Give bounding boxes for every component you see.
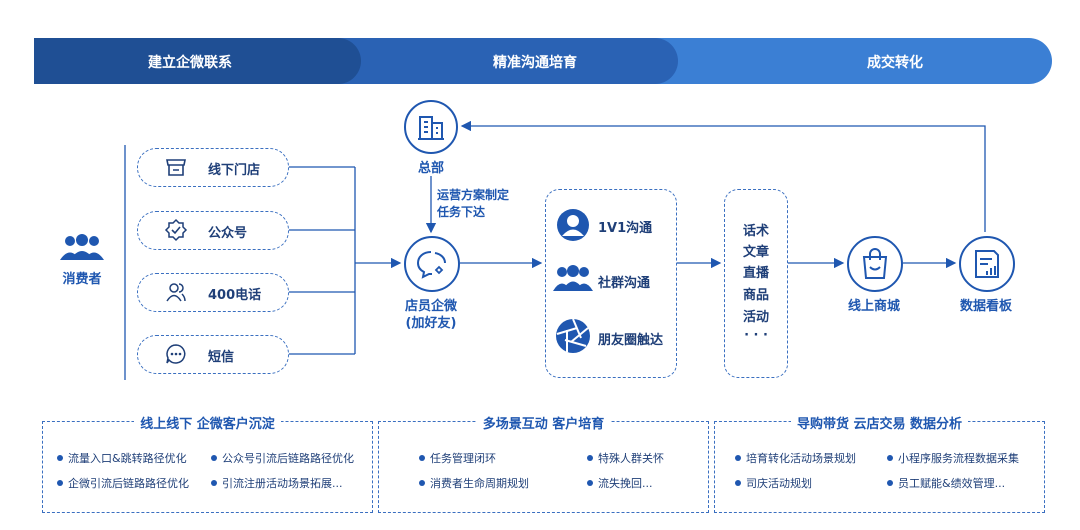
panel-item: 特殊人群关怀 — [587, 450, 664, 466]
stage-3-label: 成交转化 — [867, 55, 923, 71]
dashboard-label: 数据看板 — [959, 299, 1012, 314]
channel-official-account: 公众号 — [137, 211, 289, 250]
panel-title-text: 多场景互动 客户培育 — [476, 417, 611, 432]
panel-item: 任务管理闭环 — [419, 450, 496, 466]
panel-title: 线上线下 企微客户沉淀 — [43, 413, 372, 432]
channel-sms: 短信 — [137, 335, 289, 374]
panel-item: 流失挽回... — [587, 475, 653, 491]
panel-item: 引流注册活动场景拓展... — [211, 475, 343, 491]
panel-item: 企微引流后链路路径优化 — [57, 475, 189, 491]
stage-1-label: 建立企微联系 — [148, 55, 232, 71]
group-icon — [553, 265, 593, 291]
staff-wecom-node — [404, 236, 460, 292]
panel-item: 消费者生命周期规划 — [419, 475, 529, 491]
online-mall-node — [847, 236, 903, 292]
panel-item: 流量入口&跳转路径优化 — [57, 450, 187, 466]
panel-item: 小程序服务流程数据采集 — [887, 450, 1019, 466]
content-types-box: 话术 文章 直播 商品 活动 · · · — [724, 189, 788, 378]
channel-400-phone: 400电话 — [137, 273, 289, 312]
online-mall-label: 线上商城 — [847, 299, 900, 314]
channel-label: 短信 — [208, 350, 235, 365]
content-type-item: 话术 — [742, 224, 769, 239]
channel-label: 公众号 — [208, 226, 248, 241]
panel-customer-retention: 线上线下 企微客户沉淀 流量入口&跳转路径优化 公众号引流后链路路径优化 企微引… — [42, 417, 373, 513]
hq-action-line2: 任务下达 — [437, 205, 486, 219]
chat-icon — [416, 251, 446, 279]
shopping-bag-icon — [862, 248, 888, 279]
stage-2-label: 精准沟通培育 — [493, 55, 577, 71]
panel-item: 司庆活动规划 — [735, 475, 812, 491]
badge-check-icon — [164, 218, 188, 242]
panel-item: 员工赋能&绩效管理... — [887, 475, 1005, 491]
consumer-label: 消费者 — [62, 272, 102, 287]
hq-node — [404, 100, 458, 154]
stage-banner — [34, 38, 1052, 84]
consumer-icon — [60, 234, 104, 260]
panel-title-text: 线上线下 企微客户沉淀 — [134, 417, 281, 432]
content-type-item: 商品 — [742, 288, 769, 303]
staff-wecom-label: 店员企微 — [404, 299, 457, 314]
building-icon — [418, 116, 444, 140]
panel-title: 导购带货 云店交易 数据分析 — [715, 413, 1044, 432]
person-icon — [557, 209, 589, 241]
content-type-item: 直播 — [742, 266, 769, 281]
aperture-icon — [556, 318, 590, 353]
channel-offline-store: 线下门店 — [137, 148, 289, 187]
panel-item: 公众号引流后链路路径优化 — [211, 450, 354, 466]
channel-label: 线下门店 — [208, 163, 261, 178]
content-type-item: · · · — [744, 328, 768, 343]
service-community-label: 社群沟通 — [598, 276, 651, 291]
hq-action-line1: 运营方案制定 — [437, 188, 510, 202]
content-type-item: 活动 — [742, 310, 769, 325]
message-icon — [166, 344, 186, 364]
panel-title-text: 导购带货 云店交易 数据分析 — [790, 417, 969, 432]
hq-label: 总部 — [417, 161, 444, 176]
users-icon — [166, 283, 186, 302]
service-1v1-label: 1V1沟通 — [598, 221, 653, 236]
panel-sales-analytics: 导购带货 云店交易 数据分析 培育转化活动场景规划 小程序服务流程数据采集 司庆… — [714, 417, 1045, 513]
panel-customer-nurturing: 多场景互动 客户培育 任务管理闭环 特殊人群关怀 消费者生命周期规划 流失挽回.… — [378, 417, 709, 513]
panel-title: 多场景互动 客户培育 — [379, 413, 708, 432]
content-type-item: 文章 — [742, 245, 769, 260]
service-moments-label: 朋友圈触达 — [598, 333, 664, 348]
channel-label: 400电话 — [208, 288, 262, 303]
panel-item: 培育转化活动场景规划 — [735, 450, 856, 466]
staff-wecom-sublabel: (加好友) — [405, 316, 457, 331]
dashboard-node — [959, 236, 1015, 292]
store-icon — [166, 159, 186, 176]
dashboard-icon — [975, 250, 999, 278]
